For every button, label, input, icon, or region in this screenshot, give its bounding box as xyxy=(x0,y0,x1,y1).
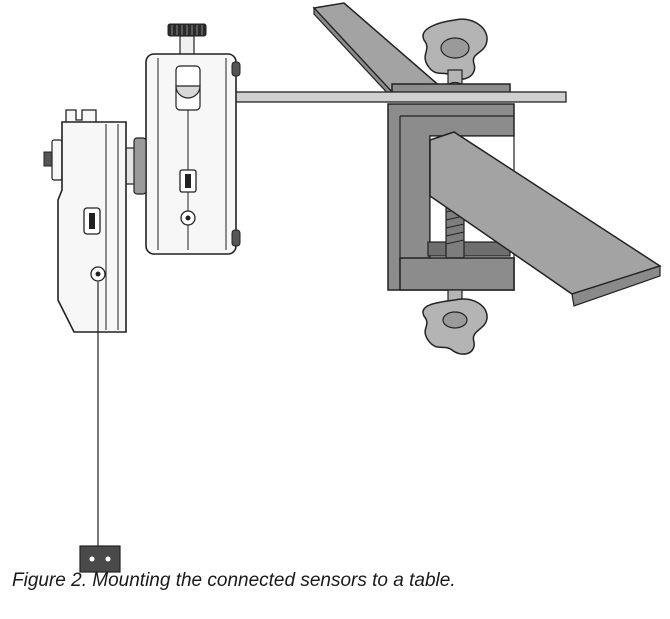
table-surface-front xyxy=(429,131,662,307)
bottom-clamp-knob xyxy=(422,289,488,355)
mass-block xyxy=(79,545,121,573)
sensor-connector-knob xyxy=(133,137,147,195)
mass-hole-left xyxy=(89,556,95,562)
rotary-motion-sensor xyxy=(145,23,241,255)
secondary-sensor xyxy=(43,109,127,333)
sensor-usb-port-inner xyxy=(185,174,191,188)
sensor2-jack-center xyxy=(95,271,101,277)
sensor2-usb-port-inner xyxy=(89,213,95,229)
sensor-mount-bump-bottom xyxy=(231,229,241,247)
sensor-pulley-disc xyxy=(175,85,201,99)
knob-hub xyxy=(440,37,470,59)
sensor-thumbscrew-stem xyxy=(179,35,195,57)
hanging-mass xyxy=(79,545,121,573)
mass-hole-right xyxy=(105,556,111,562)
thumbscrew-knurl xyxy=(171,25,203,35)
table-front-edge xyxy=(571,265,661,307)
bottom-knob-hub xyxy=(442,311,468,329)
clamp-bottom-jaw xyxy=(399,257,515,291)
sensor2-side-tab xyxy=(51,139,63,181)
table-surface xyxy=(312,2,444,100)
horizontal-support-rod xyxy=(231,91,567,103)
figure-caption: Figure 2. Mounting the connected sensors… xyxy=(12,570,456,591)
sensor-jack-center xyxy=(185,215,191,221)
clamp-screw-pad xyxy=(427,241,511,257)
sensor-mount-bump-top xyxy=(231,61,241,77)
